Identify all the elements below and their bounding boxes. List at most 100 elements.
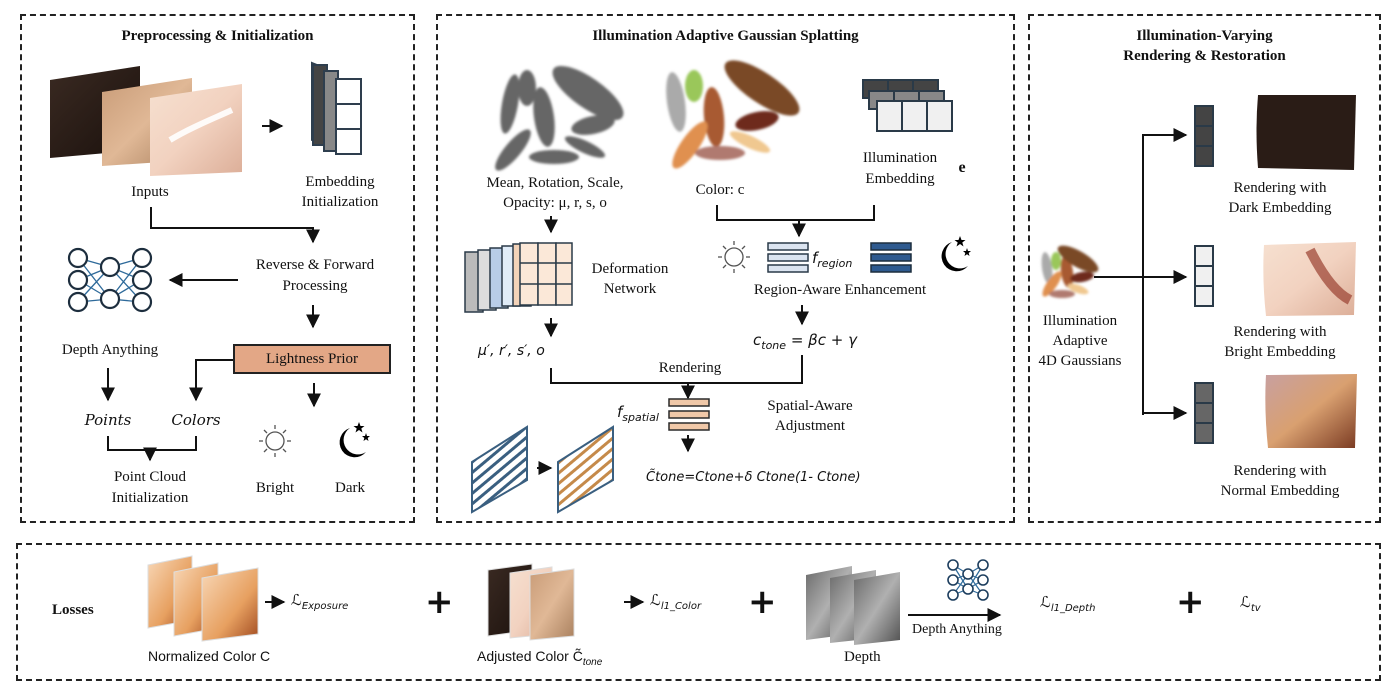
depth-loss: ℒl1_Depth — [1040, 593, 1095, 614]
f-region-label: fregion — [812, 249, 852, 270]
color-loss-symbol: ℒ — [650, 591, 661, 609]
rendering-restoration-title-1: Illumination-Varying — [1136, 28, 1273, 44]
adjusted-color-label: Adjusted Color C̃tone — [477, 648, 602, 668]
render-bright-image — [1263, 242, 1356, 316]
losses-title: Losses — [52, 602, 94, 618]
bracket-rendering — [550, 355, 803, 384]
embedding-label-1: Embedding — [305, 174, 375, 190]
exposure-loss: ℒExposure — [291, 591, 348, 612]
gray-gaussians-icon — [495, 65, 624, 171]
embedding-stack-icon — [311, 61, 362, 155]
processing-label-2: Processing — [282, 278, 348, 294]
illumination-embedding-icon — [862, 79, 953, 132]
depth-loss-sub: l1_Depth — [1050, 603, 1096, 614]
color-gaussians-icon — [666, 60, 800, 169]
panel-losses — [16, 543, 1381, 681]
normal-render-label-1: Rendering with — [1233, 463, 1327, 479]
spatial-aware-label-1: Spatial-Aware — [767, 398, 853, 414]
striped-blue-frame — [471, 425, 528, 514]
points-label: Points — [84, 411, 132, 429]
gaussians-label-3: 4D Gaussians — [1038, 353, 1122, 369]
c-tone-rhs: = βc + γ — [786, 331, 857, 349]
normal-embedding-icon — [1194, 382, 1214, 444]
sun-icon — [259, 425, 291, 457]
depth-anything-loss-label: Depth Anything — [912, 622, 1002, 637]
deformation-network-icon — [464, 242, 573, 313]
adjusted-color-frames-image — [487, 563, 575, 641]
dark-label: Dark — [335, 480, 365, 496]
panel-preprocessing — [20, 14, 415, 523]
embedding-label-2: Initialization — [301, 194, 379, 210]
tv-loss-sub: tv — [1250, 603, 1261, 614]
depth-frames-image — [806, 566, 900, 645]
bright-render-label-1: Rendering with — [1233, 324, 1327, 340]
point-cloud-label-2: Initialization — [111, 490, 189, 506]
deformed-params-label: μ′, r′, s′, o — [478, 343, 545, 359]
geometry-label-2: Opacity: μ, r, s, o — [503, 195, 607, 211]
f-spatial-sub: spatial — [622, 411, 659, 424]
moon-stars-icon — [941, 236, 971, 272]
region-aware-label: Region-Aware Enhancement — [753, 282, 927, 298]
arrow-prior-to-colors — [189, 359, 233, 402]
region-dark-bars-icon — [870, 242, 912, 273]
bright-embedding-icon — [1194, 245, 1214, 307]
tv-loss: ℒtv — [1240, 593, 1261, 614]
processing-label-1: Reverse & Forward — [255, 257, 375, 273]
bright-label: Bright — [255, 480, 295, 496]
normalized-color-label: Normalized Color C — [148, 648, 271, 664]
gaussians-label-2: Adaptive — [1052, 333, 1108, 349]
panel-gaussian-splatting — [436, 14, 1015, 523]
gaussian-splatting-title: Illumination Adaptive Gaussian Splatting — [592, 28, 859, 44]
depth-loss-symbol: ℒ — [1040, 593, 1051, 611]
panel-rendering-restoration — [1028, 14, 1381, 523]
depth-label: Depth — [844, 649, 881, 665]
bracket-points-colors — [107, 436, 197, 451]
plus-sign-3: + — [1176, 582, 1205, 622]
c-tone-symbol: c — [753, 331, 762, 349]
illum-embedding-label-1: Illumination — [862, 150, 938, 166]
exposure-loss-sub: Exposure — [301, 601, 349, 612]
f-spatial-label: fspatial — [617, 403, 659, 424]
rendering-restoration-title-2: Rendering & Restoration — [1123, 48, 1286, 64]
spatial-aware-label-2: Adjustment — [775, 418, 845, 434]
bright-render-label-2: Bright Embedding — [1224, 344, 1336, 360]
plus-sign-1: + — [425, 582, 454, 622]
dark-embedding-icon — [1194, 105, 1214, 167]
network-icon — [947, 559, 989, 601]
c-tone-equation: ctone = βc + γ — [753, 331, 857, 352]
striped-orange-frame — [557, 425, 614, 514]
preprocessing-title: Preprocessing & Initialization — [121, 28, 314, 44]
f-region-sub: region — [817, 257, 853, 270]
arrow-to-normal-embedding — [1142, 277, 1188, 420]
deformation-label-1: Deformation — [591, 261, 669, 277]
c-tone-sub: tone — [761, 339, 787, 352]
normalized-color-frames-image — [147, 555, 259, 642]
moon-stars-icon — [339, 422, 370, 458]
dark-render-label-2: Dark Embedding — [1228, 200, 1332, 216]
depth-anything-label: Depth Anything — [61, 342, 159, 358]
adjusted-color-sub: tone — [582, 656, 603, 668]
render-normal-image — [1265, 374, 1357, 448]
dark-render-label-1: Rendering with — [1233, 180, 1327, 196]
geometry-label-1: Mean, Rotation, Scale, — [486, 175, 624, 191]
gaussians-label-1: Illumination — [1042, 313, 1118, 329]
color-loss-sub: l1_Color — [660, 601, 702, 612]
arrow-to-dark-embedding — [1142, 128, 1188, 415]
rendering-label: Rendering — [658, 360, 722, 376]
point-cloud-label-1: Point Cloud — [113, 469, 187, 485]
color-loss: ℒl1_Color — [650, 591, 701, 612]
plus-sign-2: + — [748, 582, 777, 622]
input-frames-image — [50, 66, 242, 176]
illum-embedding-label-2: Embedding — [865, 171, 935, 187]
normal-render-label-2: Normal Embedding — [1220, 483, 1340, 499]
tv-loss-symbol: ℒ — [1240, 593, 1251, 611]
sun-icon — [718, 241, 750, 273]
bracket-color-embedding — [716, 205, 875, 221]
exposure-loss-symbol: ℒ — [291, 591, 302, 609]
inputs-label: Inputs — [131, 184, 169, 200]
color-label: Color: c — [695, 182, 745, 198]
region-bright-bars-icon — [767, 242, 809, 273]
render-dark-image — [1256, 95, 1356, 170]
deformation-label-2: Network — [603, 281, 657, 297]
